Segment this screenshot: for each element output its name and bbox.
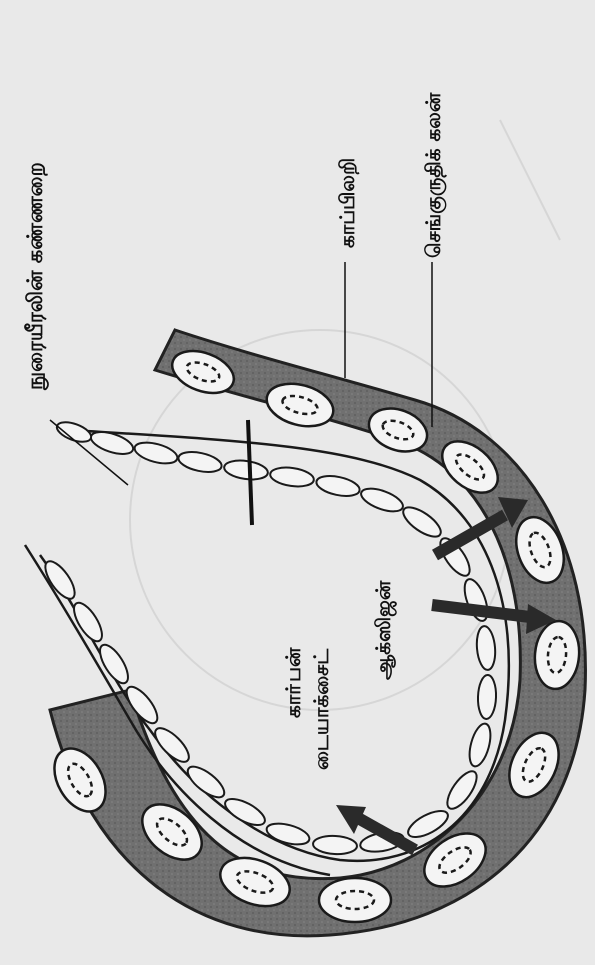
label-carbon-dioxide-line2: டையாக்சைட் [309, 648, 333, 770]
label-capillary: காப்பிலறி [335, 158, 359, 248]
label-oxygen: ஆக்ஸிஜன் [371, 580, 398, 680]
label-alveolus-wall: நுரையீரலின் கண்ணறை [23, 162, 49, 391]
label-red-blood-cell: செங்குருதிக் கலன் [421, 92, 447, 258]
label-carbon-dioxide-line1: காா்பன் [281, 647, 305, 718]
membrane-knot [248, 420, 252, 525]
red-blood-cell [319, 878, 391, 922]
